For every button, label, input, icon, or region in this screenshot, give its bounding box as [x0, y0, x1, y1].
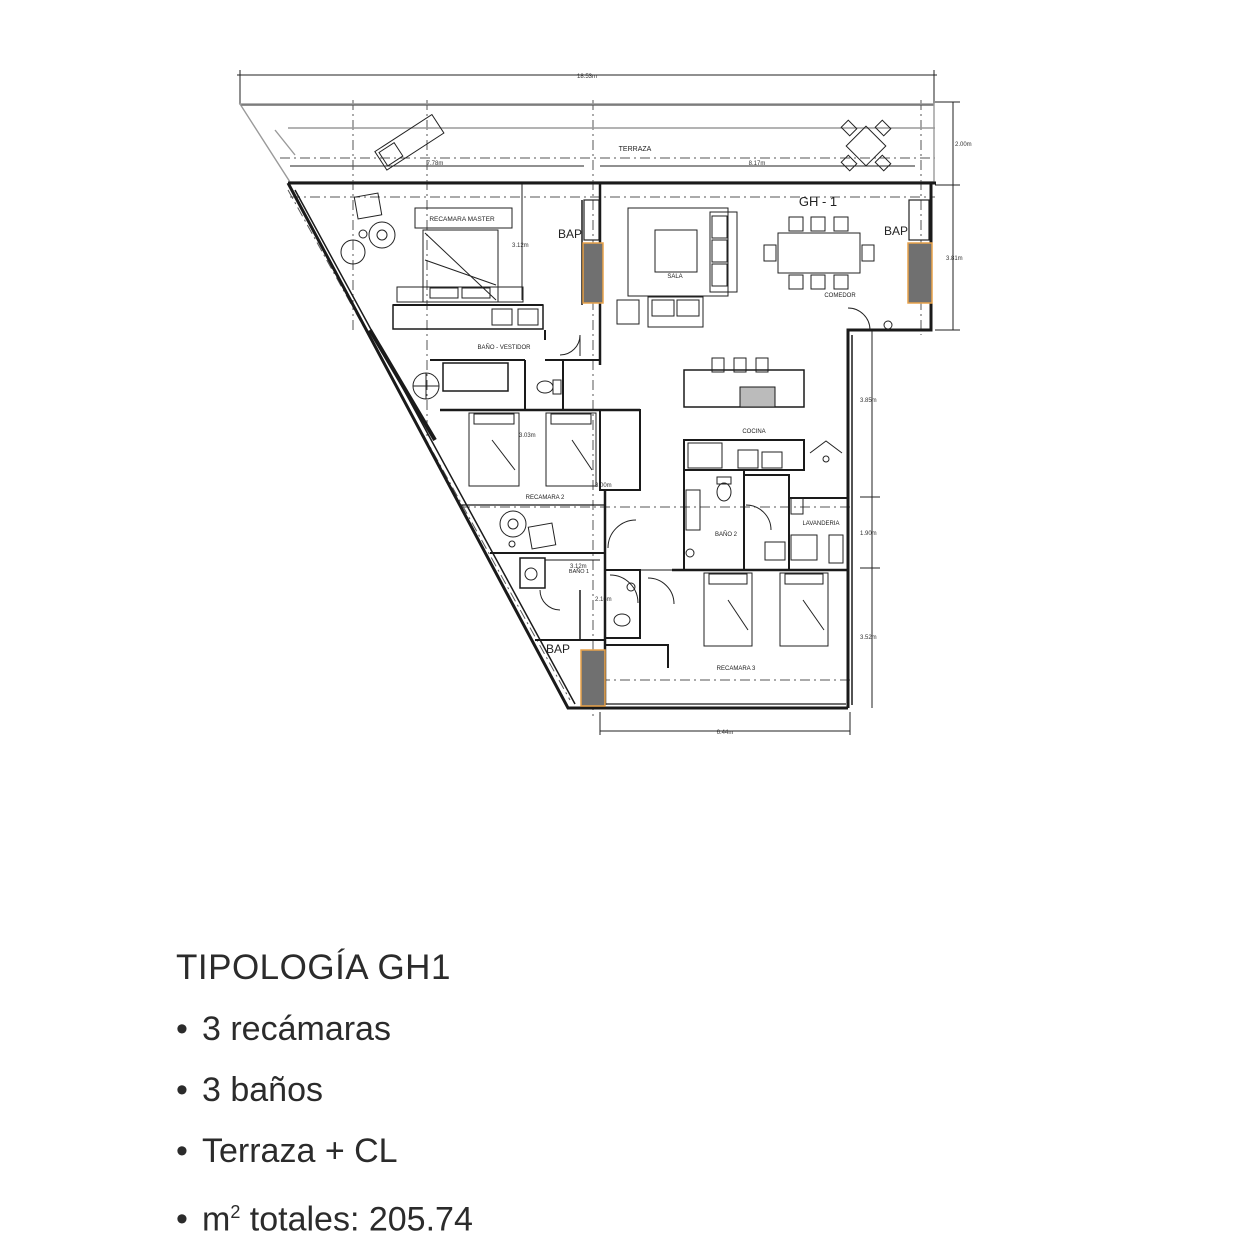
bano-vestidor: BAÑO - VESTIDOR	[412, 334, 581, 400]
room-label-sala: SALA	[667, 274, 682, 280]
sofa-icon	[647, 211, 738, 328]
entry-door	[847, 307, 871, 331]
room-label-recamara-3: RECAMARA 3	[717, 666, 756, 672]
room-label-bano-1: BAÑO 1	[569, 568, 589, 575]
feature-item: • m2 totales: 205.74	[176, 1185, 876, 1246]
outdoor-table-icon	[840, 119, 892, 172]
dim-right-top: 2.00m	[955, 142, 972, 148]
dim-bano1-width: 3.12m	[570, 564, 587, 570]
structural-columns	[580, 199, 933, 707]
floor-plan: 18.53m 7.78m 8.17m 2.00m 3.81m 3.85m 1.9…	[237, 70, 972, 736]
dim-total-width: 18.53m	[577, 74, 597, 80]
dim-terraza-right: 8.17m	[749, 161, 766, 167]
room-label-lavanderia: LAVANDERIA	[802, 521, 839, 527]
dim-terraza-left: 7.78m	[427, 161, 444, 167]
dim-right-middle: 3.81m	[946, 256, 963, 262]
recamara-3: RECAMARA 3	[703, 572, 829, 672]
area-unit: m	[202, 1200, 231, 1239]
dim-bano1-height: 2.16m	[595, 597, 612, 603]
interior-walls	[392, 183, 848, 705]
room-label-comedor: COMEDOR	[824, 293, 856, 299]
terraza: TERRAZA	[238, 103, 935, 183]
room-label-recamara-2: RECAMARA 2	[526, 495, 565, 501]
dining-area: COMEDOR	[763, 216, 875, 299]
dimension-lines: 18.53m 7.78m 8.17m 2.00m 3.81m 3.85m 1.9…	[237, 70, 972, 736]
bullet: •	[176, 1132, 188, 1170]
dim-cocina-height: 3.85m	[860, 398, 877, 404]
room-label-bano-vestidor: BAÑO - VESTIDOR	[477, 344, 531, 351]
feature-text: 3 baños	[202, 1071, 323, 1109]
feature-text: Terraza + CL	[202, 1132, 398, 1170]
feature-text: totales: 205.74	[240, 1200, 473, 1239]
recamara-2: RECAMARA 2	[468, 412, 637, 550]
feature-item: • 3 recámaras	[176, 1002, 876, 1063]
bano-2: BAÑO 2	[685, 476, 786, 561]
bap-label: BAP	[884, 224, 908, 238]
feature-item: • 3 baños	[176, 1063, 876, 1124]
feature-item: • Terraza + CL	[176, 1124, 876, 1185]
stool-icon	[711, 357, 769, 373]
bed-icon	[703, 572, 829, 647]
feature-text: 3 recámaras	[202, 1010, 391, 1048]
dim-master-inner: 3.12m	[512, 243, 529, 249]
chair-icon	[763, 216, 875, 290]
bap-label: BAP	[558, 227, 582, 241]
bed-icon	[468, 412, 597, 487]
armchair-icon	[340, 192, 396, 265]
bullet: •	[176, 1071, 188, 1109]
bullet: •	[176, 1200, 188, 1239]
living-room: SALA	[616, 207, 738, 328]
bap-label: BAP	[546, 642, 570, 656]
unit-summary: TIPOLOGÍA GH1 • 3 recámaras • 3 baños • Ter…	[176, 948, 876, 1246]
typology-title: TIPOLOGÍA GH1	[176, 948, 451, 987]
room-label-terraza: TERRAZA	[619, 146, 652, 153]
bullet: •	[176, 1010, 188, 1048]
dim-rec2-inner: 3.03m	[519, 433, 536, 439]
lounger-icon	[374, 113, 445, 171]
unit-label: GH - 1	[799, 194, 837, 209]
dim-bottom-width: 6.44m	[717, 730, 734, 736]
exterior-walls	[286, 181, 936, 710]
room-label-recamara-master: RECAMARA MASTER	[429, 216, 495, 223]
features-list: • 3 recámaras • 3 baños • Terraza + CL • m2 …	[176, 1002, 876, 1246]
lavanderia: LAVANDERIA	[790, 497, 844, 564]
area-unit-exponent: 2	[230, 1202, 241, 1222]
room-label-cocina: COCINA	[742, 429, 765, 435]
bano-1: BAÑO 1	[524, 567, 675, 627]
dim-recamara3-height: 3.52m	[860, 635, 877, 641]
room-label-bano-2: BAÑO 2	[715, 531, 738, 538]
dim-rec2-side: 3.00m	[595, 483, 612, 489]
dim-lavanderia-height: 1.90m	[860, 531, 877, 537]
master-bedroom: RECAMARA MASTER	[340, 192, 539, 326]
kitchen: COCINA	[687, 357, 843, 469]
bed-icon	[396, 229, 524, 303]
